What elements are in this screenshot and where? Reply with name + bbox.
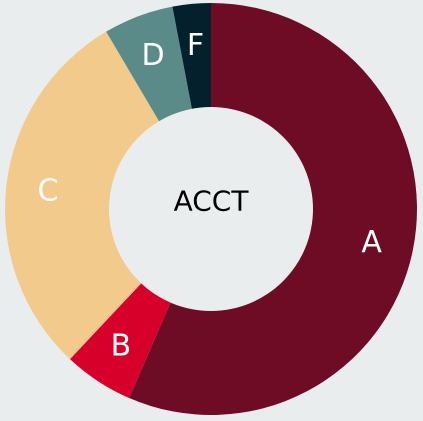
slice-label-b: B <box>111 329 132 364</box>
slice-c <box>4 31 211 360</box>
slice-label-d: D <box>141 38 164 73</box>
slice-label-a: A <box>361 225 382 260</box>
center-label: ACCT <box>174 185 250 218</box>
donut-hole <box>109 107 313 311</box>
slice-label-f: F <box>187 28 204 63</box>
slice-label-c: C <box>38 174 59 209</box>
